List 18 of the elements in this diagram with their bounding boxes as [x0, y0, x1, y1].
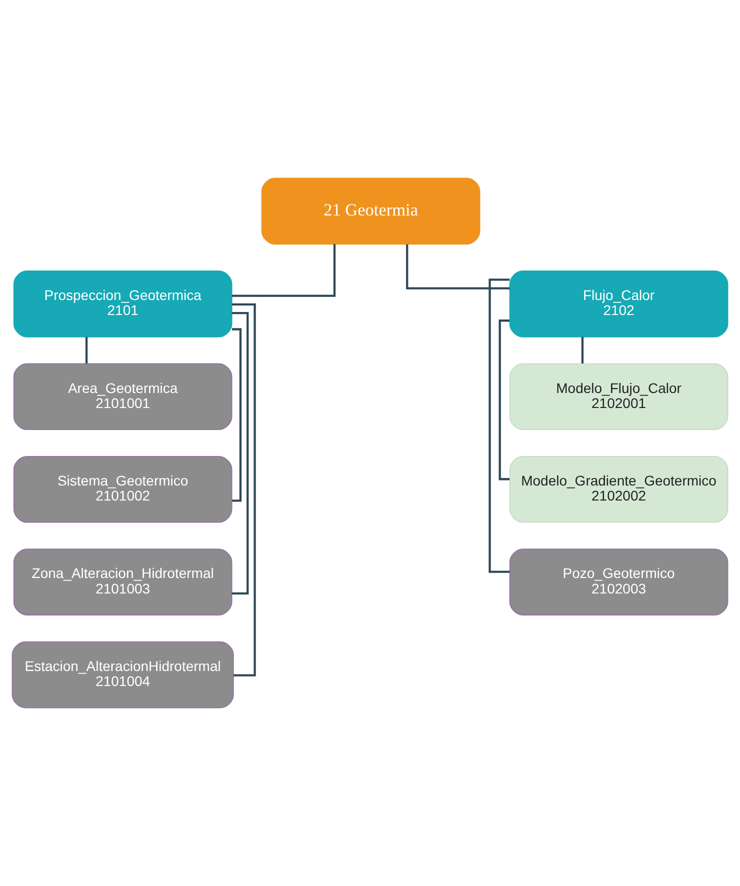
connector [85, 336, 88, 364]
connector [498, 320, 510, 480]
connector [232, 303, 256, 676]
node-box: 21 Geotermia [261, 178, 480, 245]
node-box: Zona_Alteracion_Hidrotermal 2101003 [13, 548, 232, 616]
connector [581, 336, 584, 364]
node-box: Pozo_Geotermico 2102003 [509, 548, 728, 616]
node-box: Sistema_Geotermico 2101002 [13, 456, 232, 523]
node-box: Modelo_Flujo_Calor 2102001 [509, 363, 728, 430]
node-box: Estacion_AlteracionHidrotermal 2101004 [12, 641, 234, 708]
node-box: Flujo_Calor 2102 [509, 270, 728, 338]
node-box: Modelo_Gradiente_Geotermico 2102002 [509, 456, 728, 523]
connector [232, 244, 336, 297]
connector [488, 278, 510, 573]
connector [232, 328, 242, 502]
node-box: Prospeccion_Geotermica 2101 [13, 270, 232, 338]
connector [406, 244, 510, 290]
node-box: Area_Geotermica 2101001 [13, 363, 232, 430]
